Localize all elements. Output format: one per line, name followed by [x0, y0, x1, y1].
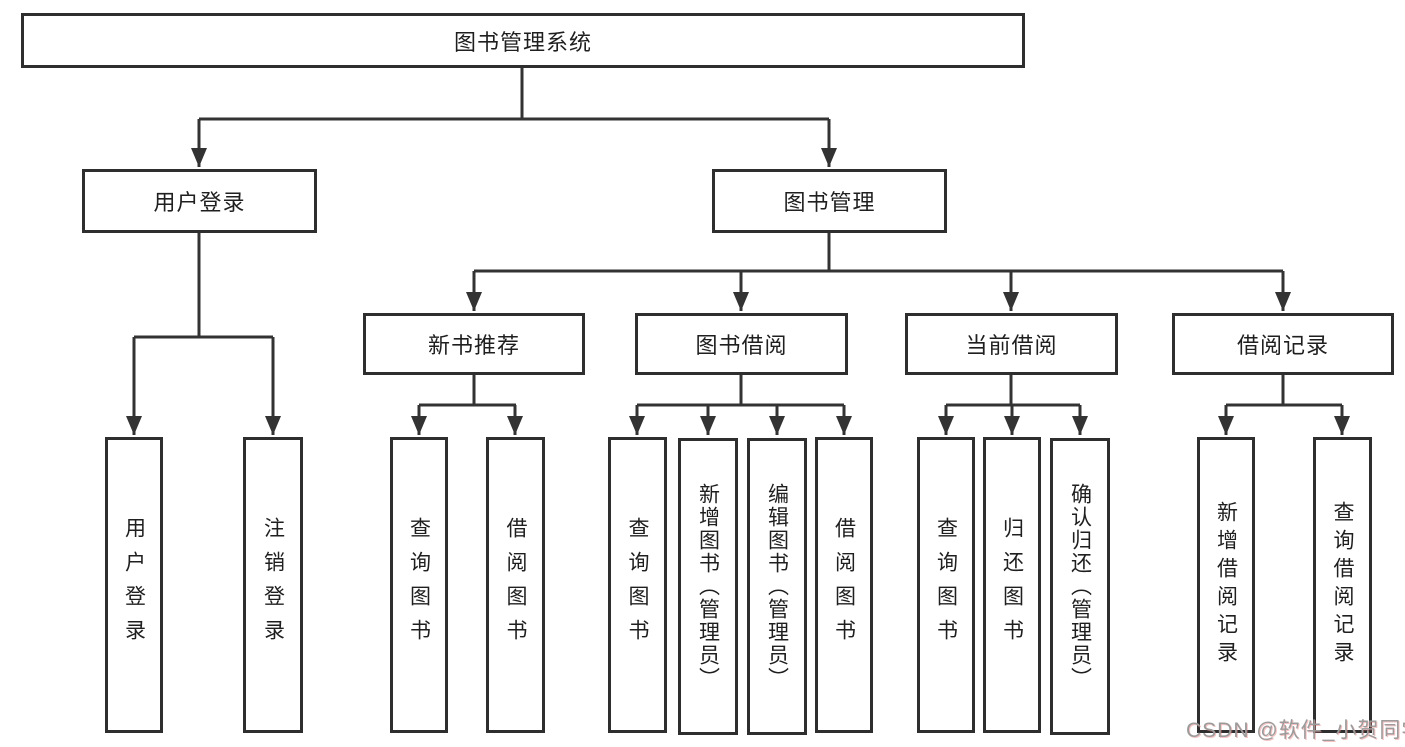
leaf-current-query: 查询图书	[917, 437, 975, 733]
leaf-current-confirm-return-label: 确认归还（管理员）	[1068, 483, 1092, 690]
node-borrow-records-label: 借阅记录	[1236, 333, 1329, 358]
leaf-current-return-label: 归还图书	[1000, 517, 1024, 653]
leaf-user-login-label: 用户登录	[122, 517, 146, 653]
leaf-user-login: 用户登录	[105, 437, 163, 733]
leaf-borrow-add-book-label: 新增图书（管理员）	[696, 483, 720, 690]
leaf-newbooks-query-label: 查询图书	[407, 517, 431, 653]
node-borrow-records: 借阅记录	[1172, 313, 1394, 375]
leaf-records-add: 新增借阅记录	[1197, 437, 1255, 733]
leaf-current-confirm-return: 确认归还（管理员）	[1050, 438, 1110, 735]
node-current-borrow: 当前借阅	[905, 313, 1118, 375]
leaf-borrow-borrow-book-label: 借阅图书	[832, 517, 856, 653]
node-root-label: 图书管理系统	[453, 29, 592, 55]
leaf-borrow-edit-book: 编辑图书（管理员）	[747, 438, 807, 735]
watermark: CSDN @软件_小贺同学	[1186, 719, 1405, 742]
leaf-records-query: 查询借阅记录	[1313, 437, 1372, 733]
leaf-borrow-query-label: 查询图书	[626, 517, 649, 653]
leaf-newbooks-borrow: 借阅图书	[486, 437, 545, 733]
node-book-management-label: 图书管理	[783, 190, 876, 215]
leaf-logout: 注销登录	[243, 437, 303, 733]
node-root: 图书管理系统	[21, 13, 1025, 68]
node-new-book-recommend: 新书推荐	[363, 313, 585, 375]
node-book-management: 图书管理	[712, 169, 947, 233]
leaf-borrow-borrow-book: 借阅图书	[815, 437, 873, 733]
node-book-borrow-label: 图书借阅	[695, 333, 788, 358]
node-book-borrow: 图书借阅	[635, 313, 848, 375]
node-user-login: 用户登录	[82, 169, 317, 233]
leaf-records-query-label: 查询借阅记录	[1331, 501, 1354, 669]
leaf-current-query-label: 查询图书	[934, 517, 958, 653]
leaf-records-add-label: 新增借阅记录	[1214, 501, 1238, 669]
node-user-login-label: 用户登录	[153, 190, 246, 215]
leaf-newbooks-query: 查询图书	[390, 437, 448, 733]
leaf-borrow-edit-book-label: 编辑图书（管理员）	[765, 483, 789, 690]
leaf-borrow-query: 查询图书	[608, 437, 667, 733]
leaf-newbooks-borrow-label: 借阅图书	[504, 517, 527, 653]
leaf-logout-label: 注销登录	[261, 517, 285, 653]
node-current-borrow-label: 当前借阅	[965, 333, 1058, 358]
leaf-current-return: 归还图书	[983, 437, 1041, 733]
leaf-borrow-add-book: 新增图书（管理员）	[678, 438, 738, 735]
node-new-book-recommend-label: 新书推荐	[427, 333, 520, 358]
